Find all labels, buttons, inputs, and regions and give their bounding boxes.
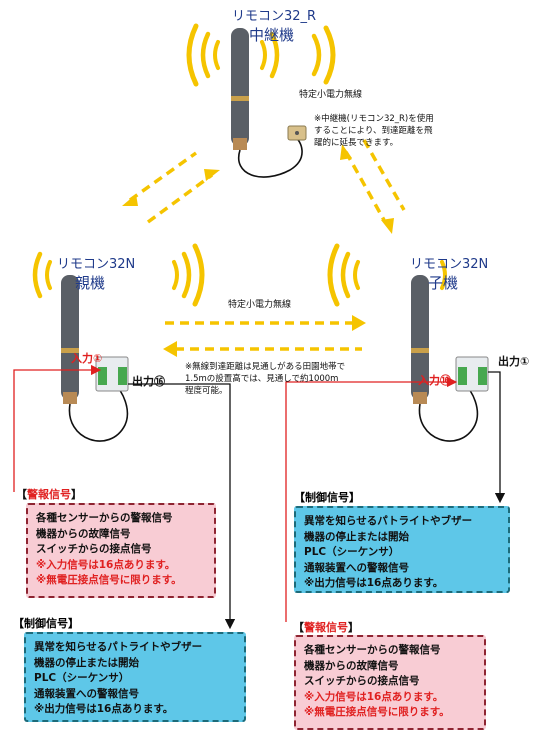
right-alarm-line: 機器からの故障信号 bbox=[304, 659, 399, 672]
left-control-line: PLC（シーケンサ） bbox=[34, 672, 130, 684]
right-alarm-box: 各種センサーからの警報信号 機器からの故障信号 スイッチからの接点信号 ※入力信… bbox=[294, 635, 486, 730]
left-control-line: 機器の停止または開始 bbox=[34, 656, 139, 669]
relay-note-line: 躍的に延長できます。 bbox=[314, 138, 399, 148]
left-alarm-title: 【警報信号】 bbox=[16, 486, 82, 502]
range-note-line: 程度可能。 bbox=[185, 386, 228, 396]
right-alarm-note: ※無電圧接点信号に限ります。 bbox=[304, 706, 450, 718]
child-wave-right bbox=[440, 260, 447, 290]
relay-note-line: することにより、到達距離を飛 bbox=[314, 126, 433, 136]
left-alarm-note: ※入力信号は16点あります。 bbox=[36, 558, 176, 571]
link-relay-child bbox=[344, 139, 406, 221]
link-parent-child-head-1 bbox=[352, 315, 366, 331]
child-input-label: 入力⑯ bbox=[418, 374, 451, 387]
right-alarm-line: スイッチからの接点信号 bbox=[304, 675, 420, 687]
left-alarm-line: スイッチからの接点信号 bbox=[36, 543, 152, 555]
parent-name: リモコン32N bbox=[57, 257, 136, 272]
radio-label-top: 特定小電力無線 bbox=[299, 90, 363, 100]
parent-role: 親機 bbox=[75, 274, 106, 292]
left-alarm-line: 機器からの故障信号 bbox=[36, 527, 131, 540]
left-alarm-title-open: 【 bbox=[16, 488, 27, 501]
child-antenna bbox=[411, 275, 489, 442]
relay-role: 中継機 bbox=[249, 26, 295, 44]
left-alarm-title-text: 警報信号 bbox=[27, 488, 71, 501]
left-alarm-note: ※無電圧接点信号に限ります。 bbox=[36, 574, 182, 586]
right-control-title: 【制御信号】 bbox=[294, 491, 360, 504]
parent-input-label: 入力① bbox=[71, 352, 103, 365]
left-control-line: 異常を知らせるパトライトやブザー bbox=[34, 641, 203, 653]
parent-input-line bbox=[13, 364, 102, 492]
link-relay-child-head-1 bbox=[340, 144, 352, 160]
right-control-line: PLC（シーケンサ） bbox=[304, 546, 400, 558]
left-control-box: 異常を知らせるパトライトやブザー 機器の停止または開始 PLC（シーケンサ） 通… bbox=[24, 632, 246, 722]
right-control-box: 異常を知らせるパトライトやブザー 機器の停止または開始 PLC（シーケンサ） 通… bbox=[294, 506, 510, 593]
link-relay-parent-head-2 bbox=[204, 169, 220, 181]
left-alarm-box: 各種センサーからの警報信号 機器からの故障信号 スイッチからの接点信号 ※入力信… bbox=[26, 503, 216, 598]
parent-wave-left bbox=[32, 251, 52, 299]
right-control-line: 通報装置への警報信号 bbox=[304, 561, 409, 574]
right-control-line: 機器の停止または開始 bbox=[304, 530, 409, 543]
child-role: 子機 bbox=[428, 274, 459, 292]
range-note-line: 1.5mの設置高では、見通しで約1000m bbox=[185, 374, 339, 384]
child-name: リモコン32N bbox=[410, 257, 489, 272]
child-output-line bbox=[488, 371, 506, 504]
right-alarm-title-open: 【 bbox=[293, 621, 304, 634]
parent-output-line bbox=[128, 383, 236, 630]
link-parent-child-head-2 bbox=[163, 341, 177, 357]
right-alarm-title: 【警報信号】 bbox=[293, 619, 359, 635]
right-alarm-title-text: 警報信号 bbox=[304, 621, 348, 634]
right-control-line: ※出力信号は16点あります。 bbox=[304, 577, 444, 589]
child-input-line bbox=[285, 376, 458, 622]
range-note-line: ※無線到達距離は見通しがある田園地帯で bbox=[185, 362, 346, 372]
left-control-title: 【制御信号】 bbox=[13, 617, 79, 630]
link-parent-child bbox=[165, 321, 362, 351]
left-alarm-title-close: 】 bbox=[71, 488, 82, 501]
left-alarm-line: 各種センサーからの警報信号 bbox=[36, 512, 173, 524]
child-output-label: 出力① bbox=[498, 355, 530, 368]
right-control-line: 異常を知らせるパトライトやブザー bbox=[304, 515, 473, 527]
range-note: ※無線到達距離は見通しがある田園地帯で 1.5mの設置高では、見通しで約1000… bbox=[185, 361, 345, 397]
relay-note-line: ※中継機(リモコン32_R)を使用 bbox=[314, 114, 434, 124]
relay-wave-left bbox=[186, 23, 220, 87]
parent-output-label: 出力⑯ bbox=[132, 375, 165, 388]
right-alarm-title-close: 】 bbox=[348, 621, 359, 634]
relay-antenna bbox=[231, 28, 307, 178]
relay-wave-right bbox=[260, 25, 336, 85]
link-relay-child-head-2 bbox=[381, 218, 394, 234]
parent-wave-right bbox=[172, 243, 205, 307]
child-wave-left bbox=[327, 243, 360, 307]
right-alarm-note: ※入力信号は16点あります。 bbox=[304, 690, 444, 703]
link-relay-parent-head-1 bbox=[122, 194, 138, 206]
left-control-line: ※出力信号は16点あります。 bbox=[34, 703, 174, 715]
link-relay-parent bbox=[128, 151, 214, 224]
relay-name: リモコン32_R bbox=[232, 9, 317, 24]
right-alarm-line: 各種センサーからの警報信号 bbox=[304, 644, 441, 656]
radio-label-mid: 特定小電力無線 bbox=[228, 300, 292, 310]
left-control-line: 通報装置への警報信号 bbox=[34, 687, 139, 700]
relay-note: ※中継機(リモコン32_R)を使用 することにより、到達距離を飛 躍的に延長でき… bbox=[314, 113, 434, 149]
